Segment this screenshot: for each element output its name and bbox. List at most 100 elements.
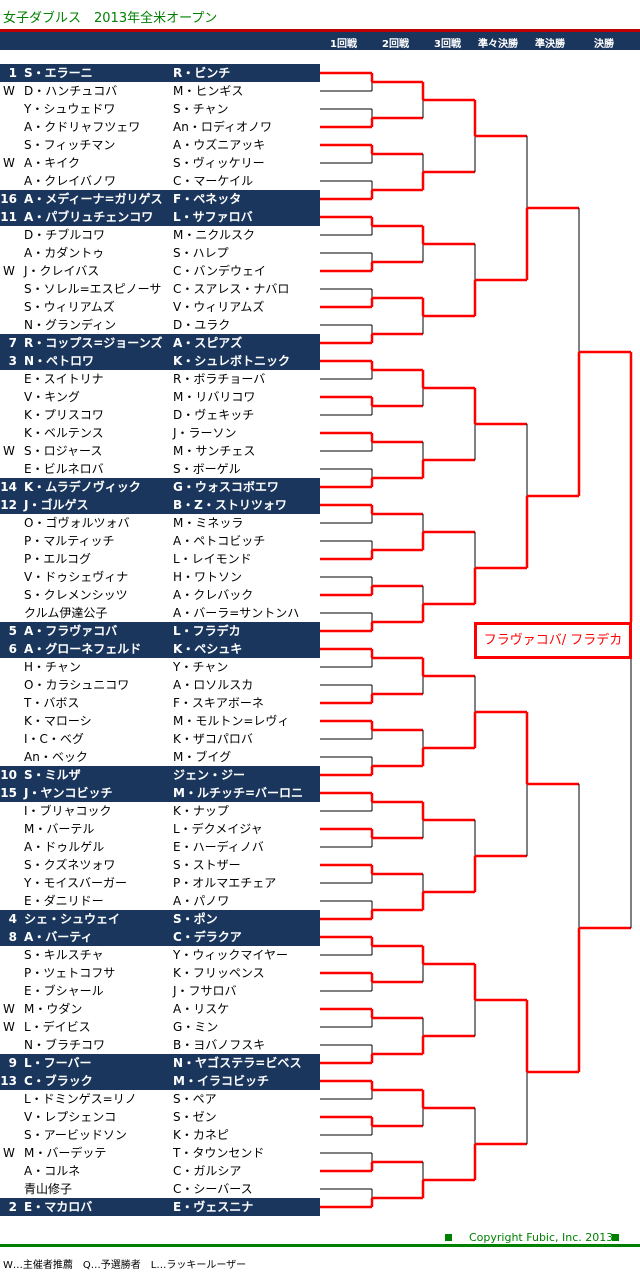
seed-number: 6 [8, 642, 17, 656]
player-2-name: J・ラーソン [173, 426, 237, 440]
legend-note: W…主催者推薦 Q…予選勝者 L…ラッキールーザー [3, 1260, 247, 1271]
player-1-name: S・アービッドソン [24, 1128, 127, 1142]
team-row: E・ダニリドー A・パノワ [0, 892, 320, 910]
team-row: クルム伊達公子 A・バーラ=サントンハ [0, 604, 320, 622]
seed-number: 16 [0, 192, 17, 206]
player-1-name: クルム伊達公子 [24, 606, 108, 620]
player-2-name: C・バンデウェイ [173, 264, 266, 278]
player-2-name: E・ハーディノバ [173, 840, 264, 854]
entry-mark: W [3, 264, 15, 278]
player-1-name: J・クレイバス [24, 264, 100, 278]
player-2-name: A・ウズニアッキ [173, 138, 266, 152]
player-2-name: A・クレバック [173, 588, 254, 602]
player-1-name: E・ダニリドー [24, 894, 104, 908]
player-2-name: K・シュレボトニック [173, 354, 291, 368]
round-label-sf: 準決勝 [535, 39, 565, 50]
team-row: Y・シュウェドワ S・チャン [0, 100, 320, 118]
player-2-name: C・マーケイル [173, 174, 254, 188]
player-1-name: K・ムラデノヴィック [24, 480, 141, 494]
player-1-name: A・グローネフェルド [24, 642, 142, 656]
seed-number: 12 [0, 498, 17, 512]
player-1-name: I・ブリャコック [24, 804, 112, 818]
team-row: H・チャン Y・チャン [0, 658, 320, 676]
player-1-name: S・クズネツォワ [24, 858, 116, 872]
player-1-name: S・エラーニ [24, 66, 93, 80]
player-1-name: A・クレイバノワ [24, 174, 116, 188]
player-2-name: S・チャン [173, 102, 229, 116]
player-2-name: S・ポン [173, 912, 218, 926]
player-1-name: P・エルコグ [24, 552, 91, 566]
player-2-name: Y・チャン [173, 660, 229, 674]
player-1-name: V・ドゥシェヴィナ [24, 570, 129, 584]
player-2-name: B・ヨバノフスキ [173, 1038, 266, 1052]
player-2-name: D・ヴェキッチ [173, 408, 255, 422]
player-2-name: A・バーラ=サントンハ [173, 606, 300, 620]
player-1-name: A・フラヴァコバ [24, 624, 118, 638]
player-1-name: 青山修子 [24, 1182, 73, 1196]
player-1-name: K・プリスコワ [24, 408, 104, 422]
copyright: Copyright Fubic, Inc. 2013 [469, 1231, 614, 1244]
player-1-name: A・クドリャフツェワ [24, 120, 141, 134]
player-1-name: A・メディーナ=ガリゲス [24, 192, 163, 206]
player-1-name: V・レプシェンコ [24, 1110, 117, 1124]
player-1-name: L・ドミンゲス=リノ [24, 1092, 137, 1106]
seed-number: 8 [8, 930, 17, 944]
round-label-r1: 1回戦 [330, 39, 357, 50]
player-2-name: R・ボラチョーバ [173, 372, 266, 386]
player-1-name: J・ゴルゲス [24, 498, 89, 512]
player-2-name: A・スピアズ [173, 336, 243, 350]
player-1-name: Y・シュウェドワ [24, 102, 116, 116]
player-1-name: S・ソレル=エスピノーサ [24, 282, 162, 296]
entry-mark: W [3, 444, 15, 458]
player-2-name: A・ペトコビッチ [173, 534, 266, 548]
player-2-name: M・ヒンギス [173, 84, 244, 98]
player-2-name: N・ヤゴステラ=ビベス [173, 1056, 302, 1070]
player-2-name: M・モルトン=レヴィ [173, 714, 290, 728]
player-2-name: L・サファロバ [173, 210, 253, 224]
round-label-r3: 3回戦 [434, 39, 461, 50]
player-1-name: Y・モイスバーガー [24, 876, 127, 890]
player-2-name: A・パノワ [173, 894, 230, 908]
player-2-name: C・スアレス・ナバロ [173, 282, 290, 296]
player-1-name: O・ゴヴォルツォバ [24, 516, 130, 530]
seed-number: 14 [0, 480, 17, 494]
player-2-name: V・ウィリアムズ [173, 300, 265, 314]
player-1-name: H・チャン [24, 660, 81, 674]
player-2-name: M・ルチッチ=バーロニ [173, 786, 303, 800]
player-2-name: Y・ウィックマイヤー [173, 948, 288, 962]
player-1-name: O・カラシュニコワ [24, 678, 130, 692]
player-2-name: L・フラデカ [173, 624, 241, 638]
player-2-name: S・ハレプ [173, 246, 229, 260]
player-1-name: S・フィッチマン [24, 138, 116, 152]
player-1-name: C・ブラック [24, 1074, 93, 1088]
seed-number: 2 [8, 1200, 17, 1214]
